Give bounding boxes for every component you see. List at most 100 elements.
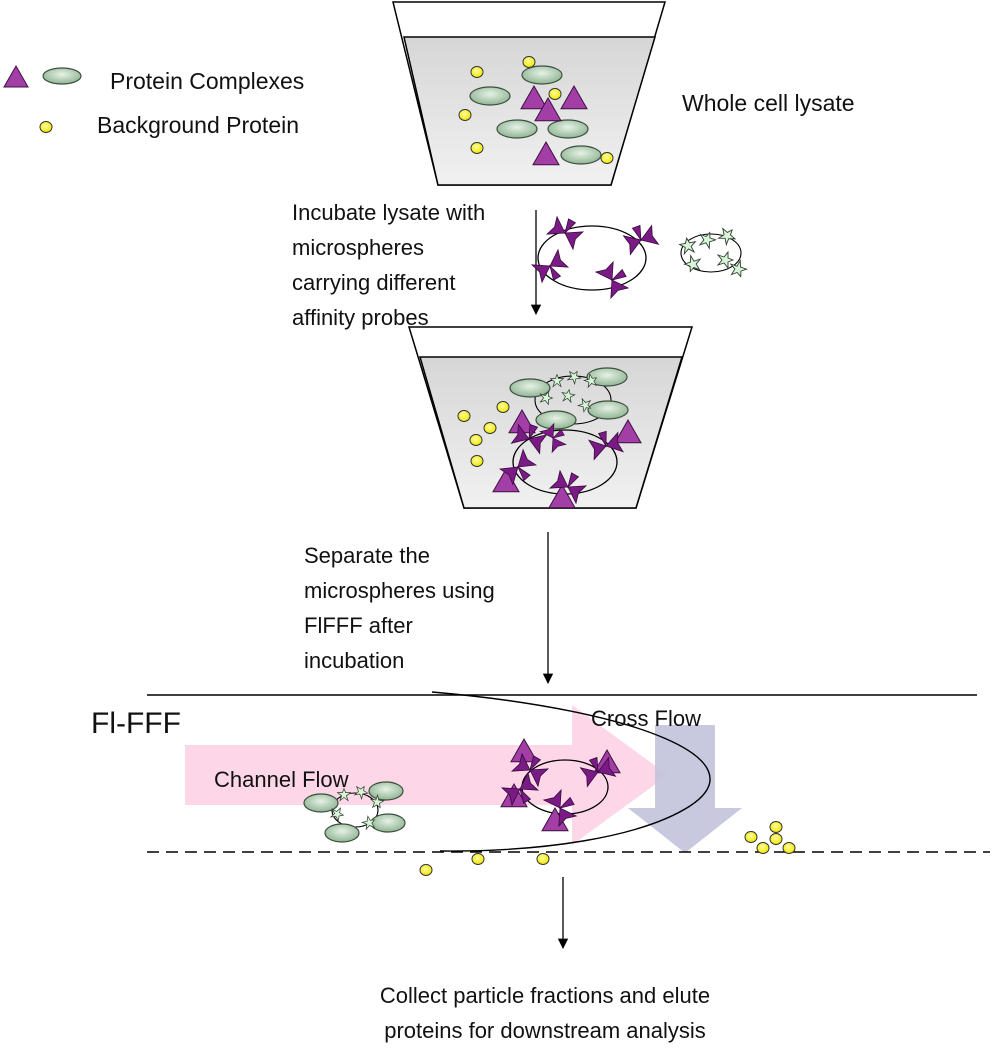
bowtie-icon: [498, 448, 538, 486]
bowtie-icon: [622, 224, 660, 256]
triangle-icon: [520, 84, 548, 110]
incubate-label: Incubate lysate with microspheres carryi…: [292, 195, 485, 335]
star-icon: [561, 388, 576, 404]
bowtie-icon: [510, 752, 550, 788]
circle-icon: [769, 833, 783, 845]
ellipse-icon: [521, 65, 563, 85]
circle-icon: [469, 434, 483, 446]
circle-icon: [756, 842, 770, 854]
circle-icon: [471, 853, 485, 865]
whole-cell-lysate-label: Whole cell lysate: [682, 90, 855, 116]
incubate-line-4: affinity probes: [292, 305, 429, 330]
bowtie-icon: [594, 260, 630, 300]
microsphere-purple-free: [537, 225, 647, 291]
ellipse-icon: [303, 793, 339, 813]
microsphere-green-free: [680, 233, 742, 273]
star-icon: [336, 787, 352, 802]
ellipse-icon: [469, 86, 511, 106]
circle-icon: [470, 66, 484, 78]
cross-flow-label: Cross Flow: [591, 706, 702, 731]
ellipse-icon: [42, 67, 82, 85]
funnel-top: [392, 1, 667, 186]
channel-flow-arrow: [185, 705, 668, 845]
incubate-line-2: microspheres: [292, 235, 425, 260]
ellipse-icon: [370, 813, 406, 833]
triangle-icon: [532, 140, 560, 166]
cross-flow-arrow: [628, 725, 742, 853]
star-icon: [539, 390, 554, 406]
collect-label: Collect particle fractions and elute pro…: [330, 978, 760, 1048]
star-icon: [717, 227, 737, 247]
bowtie-icon: [542, 788, 578, 828]
triangle-icon: [3, 64, 29, 88]
circle-icon: [419, 864, 433, 876]
star-icon: [678, 236, 697, 256]
circle-icon: [39, 121, 53, 133]
ellipse-icon: [509, 378, 551, 398]
circle-icon: [457, 410, 471, 422]
star-icon: [582, 373, 598, 389]
circle-icon: [470, 455, 484, 467]
star-icon: [329, 807, 345, 822]
flfff-title: Fl-FFF: [91, 707, 181, 740]
star-icon: [698, 231, 717, 250]
ellipse-icon: [586, 367, 628, 387]
star-icon: [566, 370, 582, 386]
ellipse-icon: [368, 781, 404, 801]
circle-icon: [782, 842, 796, 854]
bowtie-icon: [510, 423, 548, 455]
circle-icon: [496, 401, 510, 413]
circle-icon: [600, 152, 614, 164]
legend-background-label: Background Protein: [97, 112, 300, 138]
ellipse-icon: [560, 145, 602, 165]
star-icon: [576, 397, 592, 413]
ellipse-icon: [535, 410, 577, 430]
circle-icon: [536, 853, 550, 865]
star-icon: [683, 254, 702, 273]
star-icon: [353, 785, 369, 801]
bowtie-icon: [530, 248, 570, 284]
circle-icon: [458, 109, 472, 121]
collect-line-1: Collect particle fractions and elute: [379, 983, 711, 1008]
ellipse-icon: [324, 823, 360, 843]
triangle-icon: [614, 418, 642, 444]
incubate-line-3: carrying different: [292, 270, 456, 295]
separate-line-3: FlFFF after: [304, 613, 413, 638]
star-icon: [549, 373, 565, 388]
bowtie-icon: [579, 756, 617, 788]
triangle-icon: [560, 84, 588, 110]
ellipse-icon: [587, 400, 629, 420]
circle-icon: [744, 831, 758, 843]
channel-flow-label: Channel Flow: [214, 767, 349, 792]
parabolic-flow-profile: [431, 691, 711, 852]
ellipse-icon: [496, 119, 538, 139]
bowtie-icon: [548, 469, 588, 505]
flow-arrows: [185, 705, 742, 853]
molecule-layer: [3, 56, 796, 876]
separate-label: Separate the microspheres using FlFFF af…: [304, 538, 495, 678]
star-icon: [716, 250, 735, 270]
bowtie-icon: [539, 422, 567, 454]
triangle-icon: [548, 483, 576, 509]
bowtie-icon: [587, 430, 625, 461]
circle-icon: [483, 422, 497, 434]
separate-line-4: incubation: [304, 648, 405, 673]
star-icon: [729, 259, 748, 278]
star-icon: [360, 815, 376, 831]
circle-icon: [522, 56, 536, 68]
legend-complexes-label: Protein Complexes: [110, 68, 305, 94]
circle-icon: [548, 88, 562, 100]
circle-icon: [769, 821, 783, 833]
bowtie-icon: [500, 771, 540, 807]
incubate-line-1: Incubate lysate with: [292, 200, 486, 225]
circle-icon: [470, 142, 484, 154]
collect-line-2: proteins for downstream analysis: [384, 1018, 706, 1043]
ellipse-icon: [547, 119, 589, 139]
bowtie-icon: [545, 215, 585, 251]
separate-line-2: microspheres using: [304, 578, 495, 603]
triangle-icon: [534, 96, 562, 122]
separate-line-1: Separate the: [304, 543, 430, 568]
star-icon: [369, 793, 385, 809]
